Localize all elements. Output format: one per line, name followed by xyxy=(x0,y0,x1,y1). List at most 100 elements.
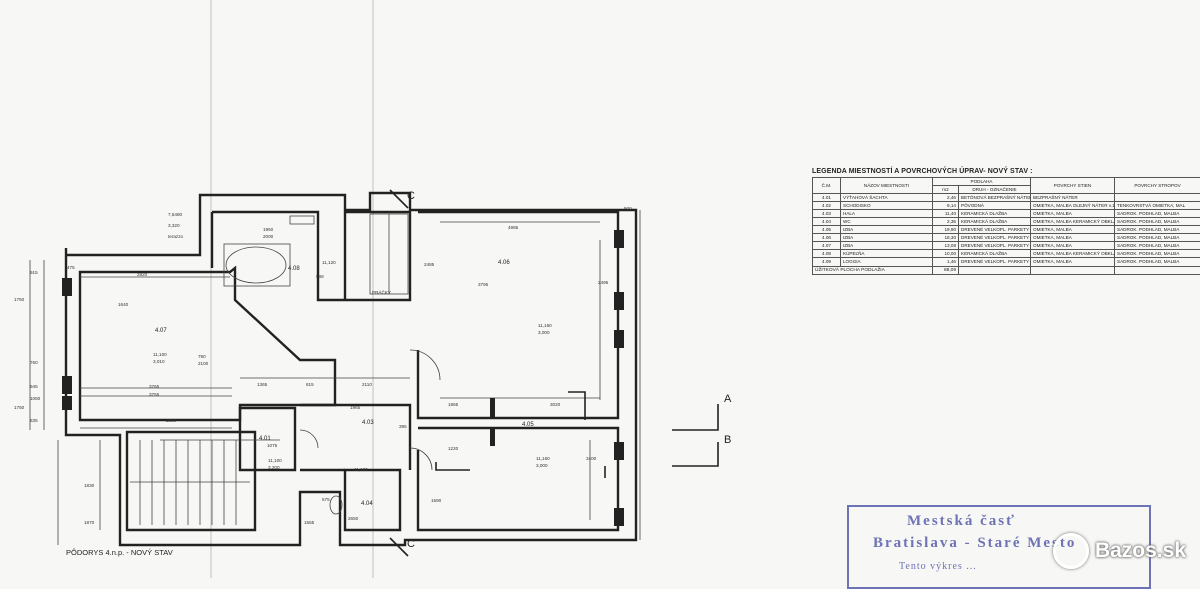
room-number-4-04: 4.04 xyxy=(361,501,373,507)
door-4-08-height: 2000 xyxy=(263,234,273,239)
dim-588: 588 xyxy=(316,274,324,279)
dim-1830: 1830 xyxy=(84,483,94,488)
dim-1075: 1075 xyxy=(267,443,277,448)
legend-cell-walls: BEZPRAŠNÝ NÁTER xyxy=(1031,194,1115,202)
legend-cell-name: IZBA xyxy=(841,226,933,234)
header-ceilings: POVRCHY STROPOV xyxy=(1115,178,1200,194)
room-number-4-03: 4.03 xyxy=(362,420,374,426)
section-mark-a xyxy=(672,404,718,430)
dim-575: 575 xyxy=(322,497,330,502)
dim-4985: 4985 xyxy=(508,225,518,230)
stair-treads xyxy=(130,440,250,525)
dim-1750a: 1750 xyxy=(14,297,24,302)
wall-hall xyxy=(300,405,410,470)
legend-cell-ceiling: SADROK. PODHLAD, MALBA xyxy=(1115,250,1200,258)
legend-cell-ceiling: TENKOVRSTVÁ OMIETKA, MAL xyxy=(1115,202,1200,210)
dim-1870: 1870 xyxy=(84,520,94,525)
door-swing-4-05 xyxy=(410,448,432,470)
legend-cell-m2: 2,46 xyxy=(933,194,959,202)
door-4-08-width: 1950 xyxy=(263,227,273,232)
legend-cell-cm: 4.04 xyxy=(813,218,841,226)
dim-1750b: 1750 xyxy=(14,405,24,410)
legend-cell-cm: 4.08 xyxy=(813,250,841,258)
legend-cell-cm: 4.06 xyxy=(813,234,841,242)
bathtub xyxy=(226,247,286,283)
legend-cell-floor: DREVENÉ VELKOPL. PARKETY xyxy=(959,258,1031,266)
legend-cell-walls: OMIETKA, MALBA xyxy=(1031,226,1115,234)
room-height-4-06: 3,000 xyxy=(538,330,550,335)
dim-475: 475 xyxy=(67,265,75,270)
legend-cell-floor: BETÓNOVÁ BEZPRAŠNÝ NÁTER xyxy=(959,194,1031,202)
legend-total-label: ÚŽITKOVÁ PLOCHA PODLAŽIA xyxy=(813,266,933,274)
dim-2110: 2110 xyxy=(362,382,372,387)
legend-cell-walls: OMIETKA, MALBA xyxy=(1031,242,1115,250)
legend-cell-walls: OMIETKA, MALBA xyxy=(1031,258,1115,266)
dim-500: 500 xyxy=(624,206,632,211)
legend-cell-walls: OMIETKA, MALBA KERAMICKÝ OBKLAD v 1800mm xyxy=(1031,218,1115,226)
legend-total-value: 88,09 xyxy=(933,266,959,274)
legend-cell-m2: 2,35 xyxy=(933,218,959,226)
room-height-4-05: 3,000 xyxy=(536,463,548,468)
section-label-b: B xyxy=(724,434,731,446)
dim-2485: 2485 xyxy=(424,262,434,267)
legend-cell-m2: 1,46 xyxy=(933,258,959,266)
section-label-a: A xyxy=(724,393,731,405)
legend-cell-m2: 10,00 xyxy=(933,250,959,258)
legend-cell-m2: 13,08 xyxy=(933,242,959,250)
legend-cell-ceiling: SADROK. PODHLAD, MALBA xyxy=(1115,242,1200,250)
legend-cell-cm: 4.09 xyxy=(813,258,841,266)
legend-cell-name: LOGGIA xyxy=(841,258,933,266)
corner-mark-1 xyxy=(568,392,585,420)
legend-cell-floor: PÔVODNÁ xyxy=(959,202,1031,210)
lift-label: PRÁČKY xyxy=(372,290,391,295)
dim-945: 945 xyxy=(30,384,38,389)
stamp-line-3: Tento výkres ... xyxy=(899,561,977,572)
wall-room-4-08 xyxy=(212,212,410,300)
room-number-4-01: 4.01 xyxy=(259,436,271,442)
watermark-text: Bazos.sk xyxy=(1095,539,1186,563)
dim-3765: 3765 xyxy=(149,384,159,389)
dim-1365: 1365 xyxy=(257,382,267,387)
dim-915: 915 xyxy=(30,270,38,275)
door-4-07-width: 790 xyxy=(198,354,206,359)
door-swing-4-06 xyxy=(410,350,440,380)
legend-table: Č.M. NÁZOV MIESTNOSTI PODLAHA POVRCHY ST… xyxy=(812,177,1200,275)
dim-395: 395 xyxy=(399,424,407,429)
wall-room-4-04 xyxy=(345,470,400,530)
legend-cell-walls: OMIETKA, MALBA xyxy=(1031,210,1115,218)
dim-835: 835 xyxy=(30,418,38,423)
legend-cell-floor: DREVENÉ VELKOPL. PARKETY xyxy=(959,242,1031,250)
dim-3020: 3020 xyxy=(550,402,560,407)
room-area-4-06: 11,160 xyxy=(538,323,552,328)
bazos-logo-icon xyxy=(1053,533,1089,569)
dim-2650: 2650 xyxy=(348,516,358,521)
legend-cell-cm: 4.02 xyxy=(813,202,841,210)
dim-2850: 2850 xyxy=(166,418,176,423)
legend-cell-cm: 4.07 xyxy=(813,242,841,250)
door-4-07-height: 2100 xyxy=(198,361,208,366)
header-name: NÁZOV MIESTNOSTI xyxy=(841,178,933,194)
legend-cell-name: IZBA xyxy=(841,242,933,250)
wall-room-4-05 xyxy=(418,428,618,530)
legend-cell-name: VÝŤAHOVÁ ŠACHTA xyxy=(841,194,933,202)
legend-cell-name: WC xyxy=(841,218,933,226)
dim-1640: 1640 xyxy=(118,302,128,307)
header-cm: Č.M. xyxy=(813,178,841,194)
dim-3795: 3795 xyxy=(478,282,488,287)
outer-wall xyxy=(66,193,636,545)
dim-815: 815 xyxy=(306,382,314,387)
room-area-4-02: 11,100 xyxy=(268,458,282,463)
dim-1965: 1965 xyxy=(350,405,360,410)
room-number-4-08: 4.08 xyxy=(288,266,300,272)
legend-cell-floor: DREVENÉ VELKOPL. PARKETY xyxy=(959,234,1031,242)
legend-cell-cm: 4.01 xyxy=(813,194,841,202)
